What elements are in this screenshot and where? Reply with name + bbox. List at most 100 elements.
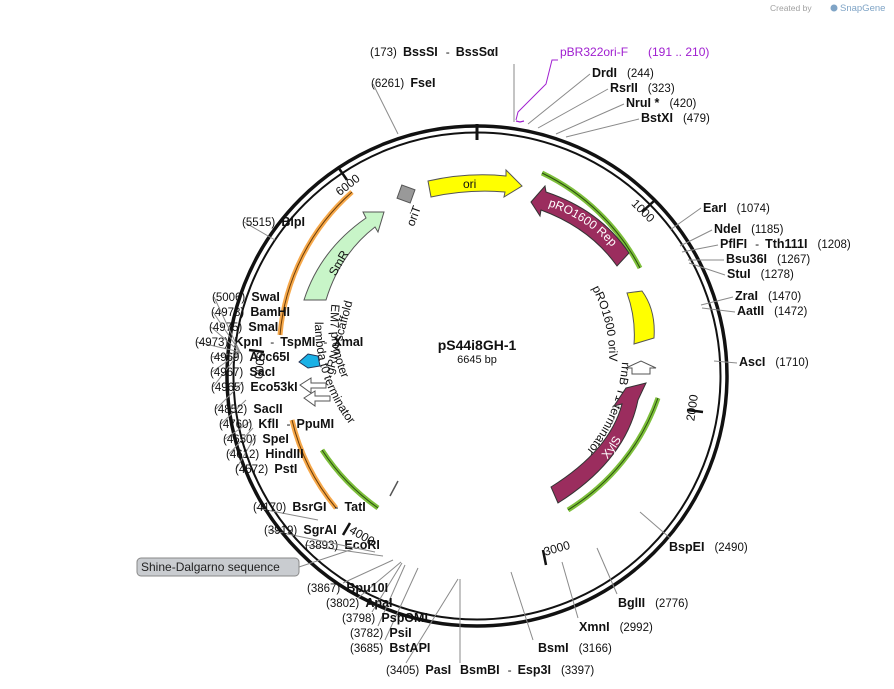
site-bstxi[interactable]: BstXI(479) <box>565 111 710 138</box>
site-name[interactable]: Bsu36I <box>726 252 767 266</box>
site-hindiii[interactable]: (4612)HindIII <box>226 427 304 461</box>
site-eari[interactable]: EarI(1074) <box>669 201 770 231</box>
site-smai[interactable]: (4975)SmaI <box>209 320 278 353</box>
site-psii[interactable]: (3782)PsiI <box>350 564 412 640</box>
feature-orit[interactable]: oriT <box>396 184 424 228</box>
feature-pro1600-oriv[interactable]: pRO1600 oriV <box>589 283 655 361</box>
primer-name[interactable]: pBR322ori-F <box>560 45 628 59</box>
site-name[interactable]: BsmBI <box>460 663 500 677</box>
site-sgrai[interactable]: (3919)SgrAI <box>264 523 376 553</box>
site-name[interactable]: PsiI <box>389 626 411 640</box>
site-blpi[interactable]: (5515)BlpI <box>242 215 305 241</box>
site-bsrgi[interactable]: (4170)BsrGI-TatI <box>253 500 366 521</box>
site-name[interactable]: StuI <box>727 267 751 281</box>
site-name[interactable]: BsrGI <box>292 500 326 514</box>
site-name[interactable]: PspOMI <box>381 611 428 625</box>
site-name[interactable]: PasI <box>425 663 451 677</box>
site-name[interactable]: PstI <box>274 462 297 476</box>
site-name[interactable]: XmnI <box>579 620 610 634</box>
site-name[interactable]: AscI <box>739 355 765 369</box>
site-spei[interactable]: (4650)SpeI <box>223 420 289 446</box>
site-name[interactable]: SwaI <box>251 290 280 304</box>
site-bsu36i[interactable]: Bsu36I(1267) <box>688 252 810 266</box>
site-bspei[interactable]: BspEI(2490) <box>639 511 748 554</box>
site-name[interactable]: Esp3I <box>518 663 551 677</box>
site-xmni[interactable]: XmnI(2992) <box>561 561 653 634</box>
site-name[interactable]: SpeI <box>262 432 288 446</box>
site-name[interactable]: EcoRI <box>344 538 379 552</box>
site-bpu10i[interactable]: (3867)Bpu10I <box>307 559 394 595</box>
site-apai[interactable]: (3802)ApaI <box>326 561 402 610</box>
em7-promoter-arrow-icon-2[interactable] <box>303 390 331 407</box>
site-aatii[interactable]: AatII(1472) <box>701 304 808 318</box>
site-name[interactable]: FseI <box>410 76 435 90</box>
orit-box[interactable] <box>396 184 416 204</box>
site-nrui[interactable]: NruI *(420) <box>555 96 696 135</box>
site-pasi[interactable]: (3405)PasI <box>386 578 459 677</box>
site-name[interactable]: SacI <box>249 365 275 379</box>
feature-smr[interactable]: SmR <box>303 211 385 301</box>
site-name[interactable]: BssSαI <box>456 45 498 59</box>
site-bglii[interactable]: BglII(2776) <box>596 547 689 610</box>
site-name[interactable]: PflFI <box>720 237 747 251</box>
site-name[interactable]: TspMI <box>280 335 315 349</box>
site-bsmi[interactable]: BsmI(3166) <box>510 571 612 655</box>
grna-scaffold-icon[interactable] <box>298 353 321 369</box>
site-name[interactable]: XmaI <box>333 335 363 349</box>
site-name[interactable]: Bpu10I <box>346 581 388 595</box>
site-rsrii[interactable]: RsrII(323) <box>537 81 675 129</box>
pro1600-oriv-box[interactable] <box>626 290 655 345</box>
site-name[interactable]: BglII <box>618 596 645 610</box>
site-name[interactable]: SacII <box>253 402 282 416</box>
site-bamhi[interactable]: (4978)BamHI <box>211 305 290 353</box>
primer-pbr322ori-f[interactable]: pBR322ori-F (191 .. 210) <box>515 45 709 123</box>
site-drdi[interactable]: DrdI(244) <box>527 66 654 125</box>
site-name[interactable]: ApaI <box>365 596 392 610</box>
pro1600-rep-arrow[interactable] <box>530 184 630 267</box>
site-pspomi[interactable]: (3798)PspOMI <box>342 562 428 625</box>
rrnb-terminator-icon[interactable] <box>625 360 657 375</box>
site-bstapi[interactable]: (3685)BstAPI <box>350 567 430 655</box>
site-ndei[interactable]: NdeI(1185) <box>679 222 784 247</box>
site-name[interactable]: BstXI <box>641 111 673 125</box>
site-name[interactable]: BlpI <box>281 215 305 229</box>
site-name[interactable]: Eco53kI <box>250 380 297 394</box>
site-eco53ki[interactable]: (4965)Eco53kI <box>211 351 298 394</box>
site-name[interactable]: SgrAI <box>303 523 336 537</box>
site-name[interactable]: NdeI <box>714 222 741 236</box>
site-name[interactable]: Acc65I <box>249 350 289 364</box>
feature-ori[interactable]: ori <box>427 168 523 199</box>
ori-arrow[interactable] <box>427 168 523 199</box>
site-name[interactable]: BsmI <box>538 641 569 655</box>
site-bsmbi[interactable]: BsmBI-Esp3I(3397) <box>459 579 594 677</box>
site-name[interactable]: SmaI <box>248 320 278 334</box>
lambda-terminator-mark[interactable] <box>389 480 399 497</box>
site-name[interactable]: HindIII <box>265 447 303 461</box>
site-kfli[interactable]: (4760)KflI-PpuMI <box>219 399 335 431</box>
site-pflfi[interactable]: PflFI-Tth111I(1208) <box>681 237 851 253</box>
site-name[interactable]: AatII <box>737 304 764 318</box>
site-asci[interactable]: AscI(1710) <box>713 355 809 369</box>
site-kpni[interactable]: (4973)KpnI-TspMI-XmaI <box>195 335 363 353</box>
site-zrai[interactable]: ZraI(1470) <box>700 289 801 306</box>
site-name[interactable]: KflI <box>258 417 278 431</box>
site-name[interactable]: BamHI <box>250 305 290 319</box>
site-name[interactable]: DrdI <box>592 66 617 80</box>
site-name[interactable]: RsrII <box>610 81 638 95</box>
site-saci[interactable]: (4967)SacI <box>210 351 275 379</box>
site-sacii[interactable]: (4852)SacII <box>214 381 283 416</box>
em7-promoter-arrow-icon[interactable] <box>299 377 327 394</box>
smr-arrow[interactable] <box>303 211 385 301</box>
site-acc65i[interactable]: (4969)Acc65I <box>210 350 290 364</box>
shine-dalgarno-feature[interactable]: Shine-Dalgarno sequence <box>136 548 354 577</box>
site-name[interactable]: TatI <box>344 500 365 514</box>
site-name[interactable]: Tth111I <box>765 237 807 251</box>
site-name[interactable]: EarI <box>703 201 727 215</box>
site-swai[interactable]: (5006)SwaI <box>212 290 280 353</box>
site-name[interactable]: NruI * <box>626 96 659 110</box>
site-ecori[interactable]: (3893)EcoRI <box>304 538 384 557</box>
site-name[interactable]: BssSI <box>403 45 438 59</box>
site-name[interactable]: BstAPI <box>389 641 430 655</box>
xyls-arrow[interactable] <box>550 382 647 504</box>
site-name[interactable]: PpuMI <box>297 417 335 431</box>
